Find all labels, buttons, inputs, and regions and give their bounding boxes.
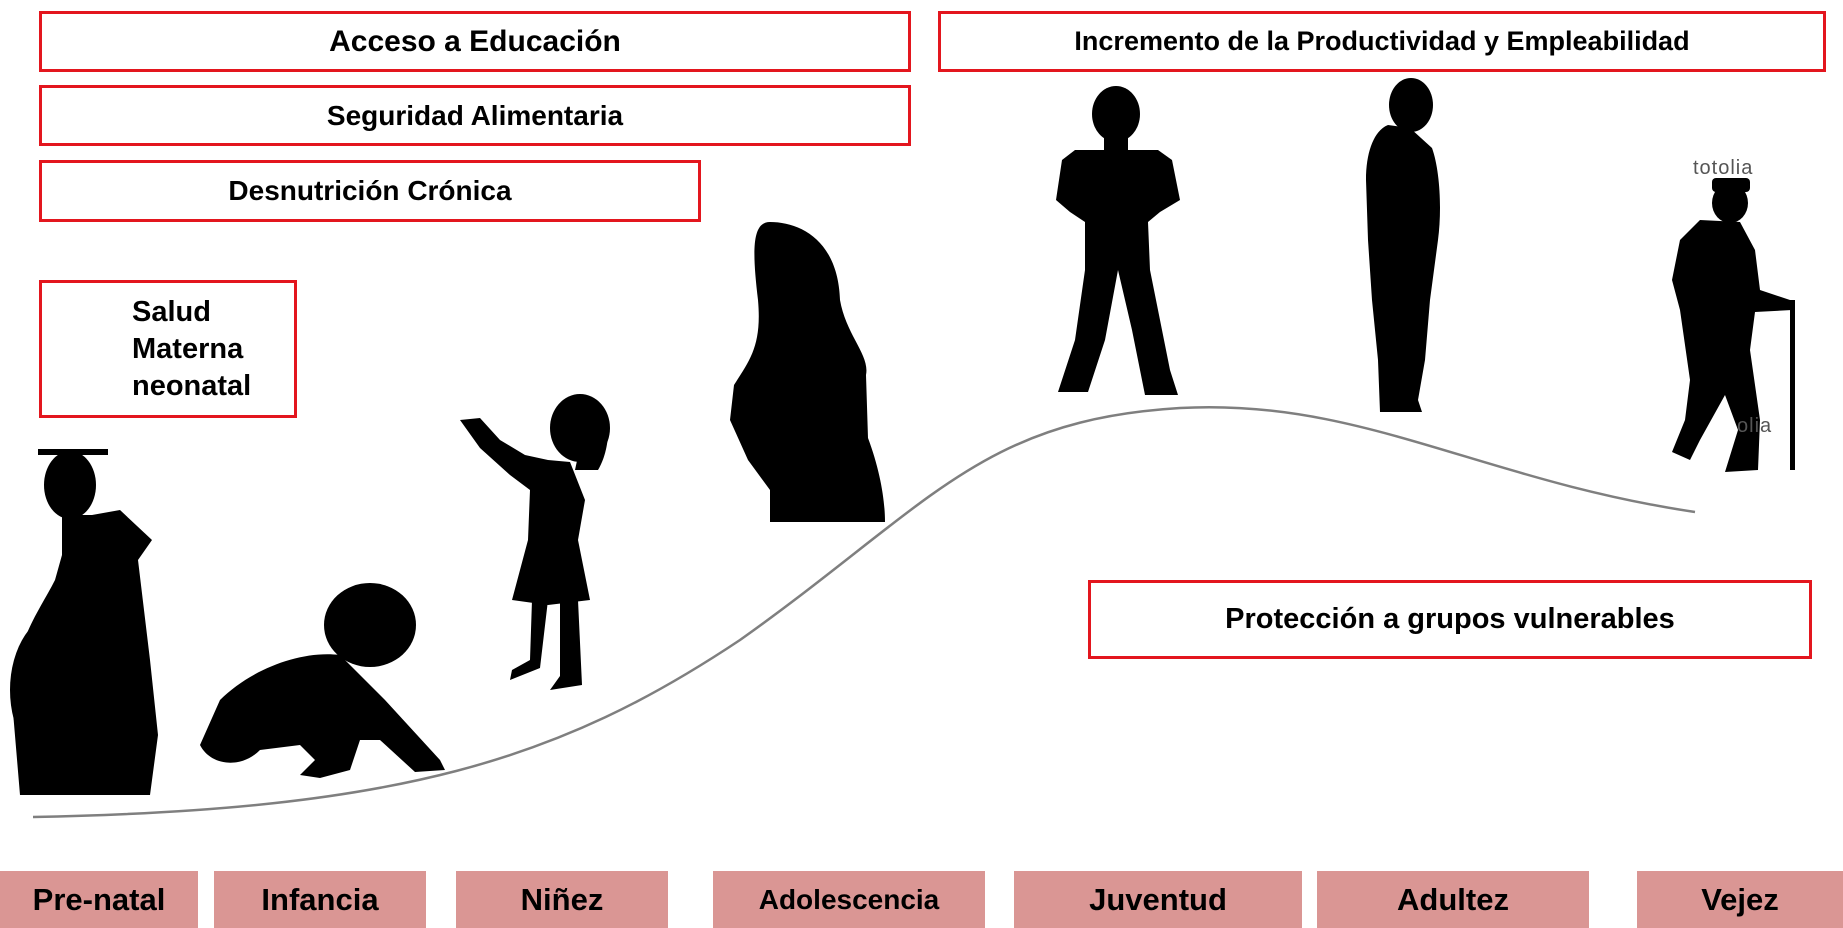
adolescent-girl-silhouette — [730, 222, 885, 522]
stage-adolescencia-label: Adolescencia — [758, 883, 940, 915]
stage-vejez: Vejez — [1637, 871, 1843, 928]
seguridad-alimentaria-box: Seguridad Alimentaria — [39, 85, 911, 146]
educacion-label: Acceso a Educación — [329, 24, 621, 58]
salud-line-1: Salud — [132, 295, 211, 328]
proteccion-label: Protección a grupos vulnerables — [1225, 603, 1675, 635]
stage-vejez-label: Vejez — [1701, 881, 1779, 917]
stage-juventud-label: Juventud — [1089, 881, 1227, 917]
stage-juventud: Juventud — [1014, 871, 1302, 928]
productividad-box: Incremento de la Productividad y Empleab… — [938, 11, 1826, 72]
stage-adolescencia: Adolescencia — [713, 871, 985, 928]
pregnant-woman-silhouette — [10, 449, 158, 795]
desnutricion-box: Desnutrición Crónica — [39, 160, 701, 222]
proteccion-box: Protección a grupos vulnerables — [1088, 580, 1812, 659]
watermark-text-bottom: olia — [1737, 415, 1773, 437]
crawling-baby-silhouette — [200, 583, 445, 778]
stage-ninez-label: Niñez — [520, 881, 604, 917]
desnutricion-label: Desnutrición Crónica — [228, 175, 512, 206]
elderly-man-silhouette — [1672, 178, 1795, 472]
adult-man-silhouette — [1366, 78, 1440, 412]
life-course-curve — [32, 405, 1696, 819]
stage-prenatal: Pre-natal — [0, 871, 198, 928]
stage-ninez: Niñez — [456, 871, 668, 928]
child-silhouette — [460, 394, 610, 690]
productividad-label: Incremento de la Productividad y Empleab… — [1074, 26, 1690, 56]
salud-line-2: Materna — [132, 332, 244, 365]
salud-line-3: neonatal — [132, 369, 252, 402]
stage-adultez: Adultez — [1317, 871, 1589, 928]
salud-materna-box: Salud Materna neonatal — [39, 280, 297, 418]
young-man-silhouette — [1056, 86, 1180, 395]
stage-adultez-label: Adultez — [1397, 881, 1509, 917]
watermark-text-top: totolia — [1693, 157, 1754, 179]
stage-prenatal-label: Pre-natal — [32, 881, 166, 917]
stage-infancia-label: Infancia — [261, 881, 379, 917]
seguridad-alimentaria-label: Seguridad Alimentaria — [326, 99, 624, 131]
stage-infancia: Infancia — [214, 871, 426, 928]
salud-materna-label: Salud Materna neonatal — [132, 294, 251, 405]
educacion-box: Acceso a Educación — [39, 11, 911, 72]
